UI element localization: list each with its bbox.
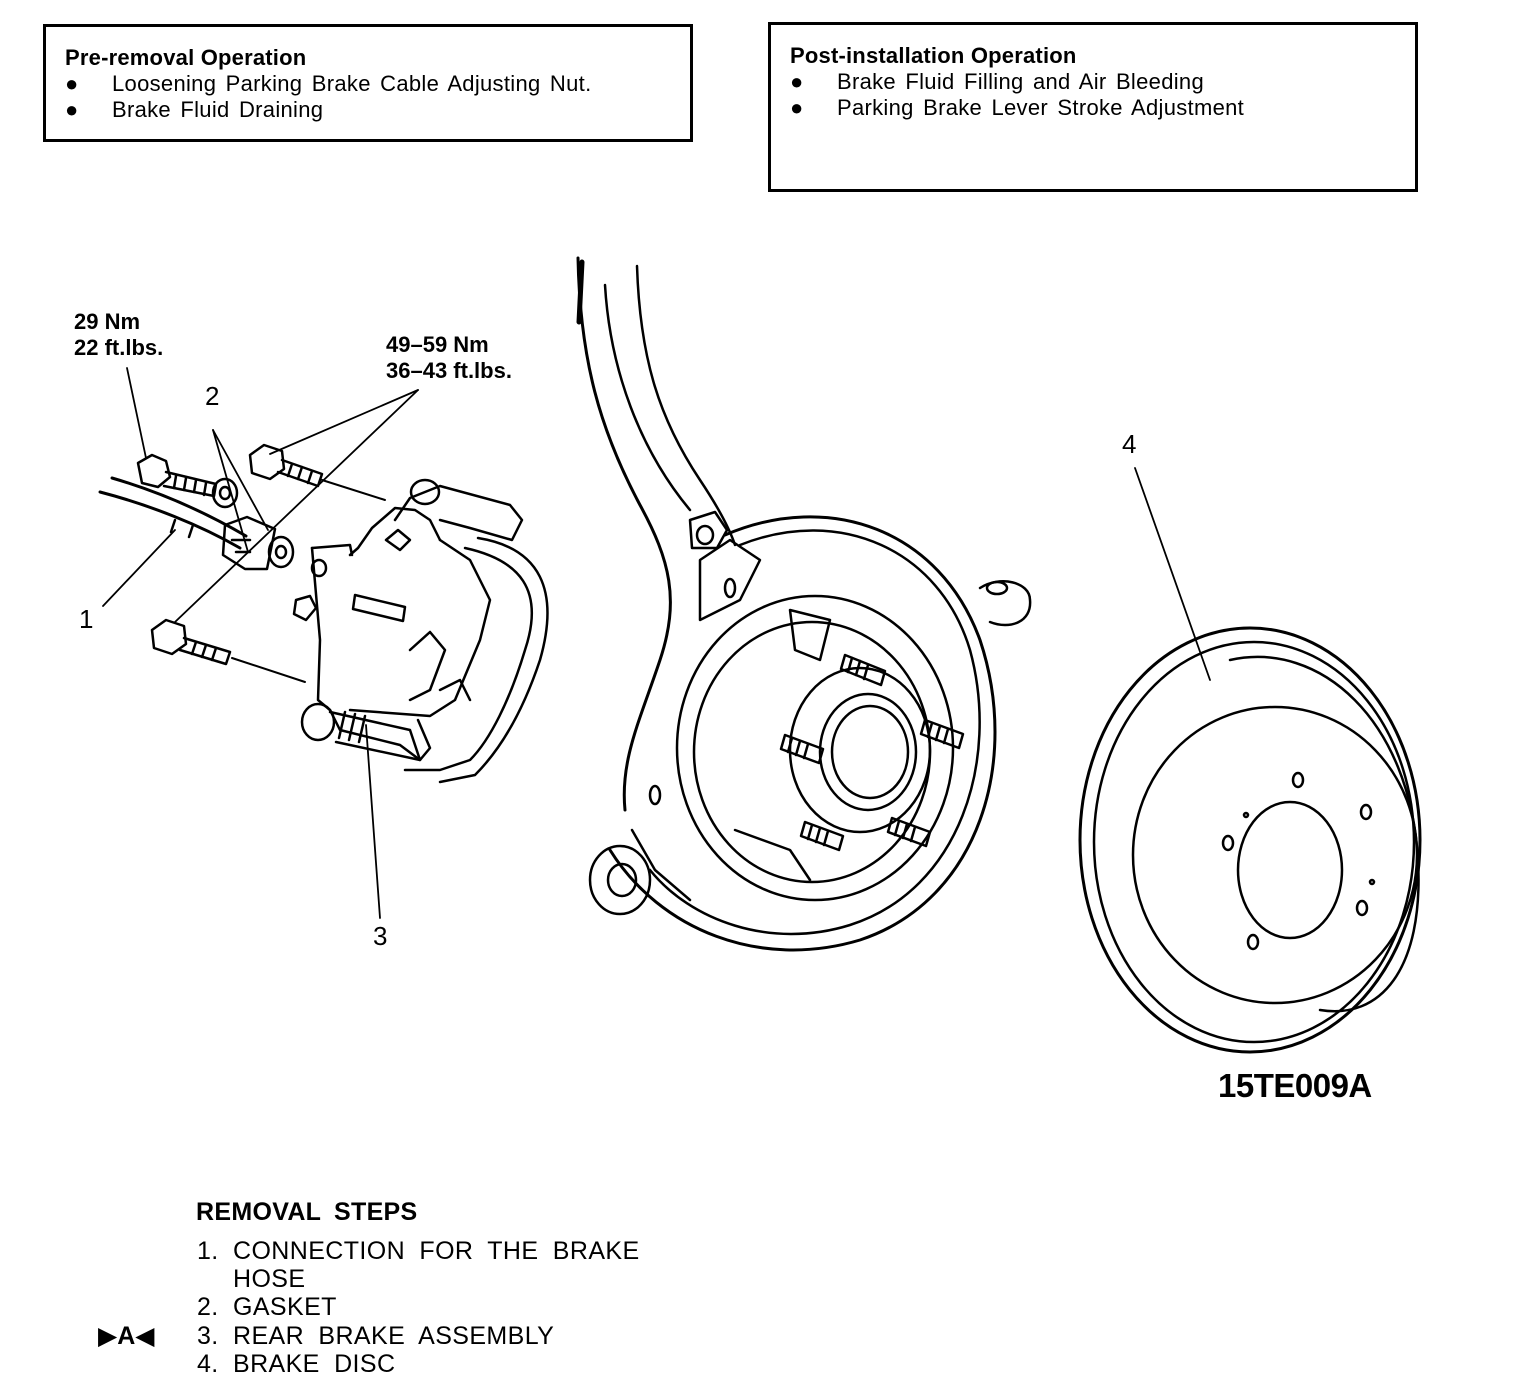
brake-disc bbox=[1078, 626, 1422, 1054]
wheel-hub bbox=[648, 510, 955, 902]
removal-step: 1.CONNECTION FOR THE BRAKE bbox=[197, 1237, 640, 1265]
torque-label-hose: 29 Nm 22 ft.lbs. bbox=[74, 309, 164, 360]
callout-3: 3 bbox=[373, 921, 388, 951]
post-installation-box: Post-installation Operation ●Brake Fluid… bbox=[768, 22, 1418, 192]
pre-removal-box: Pre-removal Operation ●Loosening Parking… bbox=[43, 24, 693, 142]
removal-steps-title: REMOVAL STEPS bbox=[196, 1198, 418, 1226]
caliper-bolt-lower bbox=[150, 618, 306, 683]
hose-bolt bbox=[136, 453, 239, 509]
knuckle-arm bbox=[576, 256, 737, 916]
callout-1: 1 bbox=[79, 604, 94, 634]
leader-lines bbox=[102, 367, 1211, 919]
post-installation-title: Post-installation Operation bbox=[790, 43, 1077, 68]
callout-4: 4 bbox=[1122, 429, 1137, 459]
caliper-assembly bbox=[292, 478, 549, 784]
post-installation-item: ●Brake Fluid Filling and Air Bleeding bbox=[790, 69, 1204, 94]
caliper-bolt-upper bbox=[248, 443, 386, 501]
torque-label-caliper: 49–59 Nm 36–43 ft.lbs. bbox=[386, 332, 512, 383]
removal-step: 2.GASKET bbox=[197, 1293, 337, 1321]
pre-removal-item: ●Brake Fluid Draining bbox=[65, 97, 324, 122]
brake-hose bbox=[98, 476, 277, 571]
service-point-marker: ▶A◀ bbox=[98, 1322, 155, 1350]
removal-step-continuation: HOSE bbox=[233, 1265, 306, 1293]
figure-id: 15TE009A bbox=[1218, 1067, 1372, 1104]
post-installation-item: ●Parking Brake Lever Stroke Adjustment bbox=[790, 95, 1245, 120]
pre-removal-title: Pre-removal Operation bbox=[65, 45, 307, 70]
pre-removal-item: ●Loosening Parking Brake Cable Adjusting… bbox=[65, 71, 592, 96]
bullet-icon: ● bbox=[65, 71, 79, 96]
gasket-rings bbox=[267, 535, 328, 578]
dust-shield bbox=[608, 515, 1032, 952]
removal-step: 4.BRAKE DISC bbox=[197, 1350, 396, 1378]
removal-step: 3.REAR BRAKE ASSEMBLY bbox=[197, 1322, 555, 1350]
callout-2: 2 bbox=[205, 381, 220, 411]
bullet-icon: ● bbox=[65, 97, 79, 122]
bullet-icon: ● bbox=[790, 95, 804, 120]
bullet-icon: ● bbox=[790, 69, 804, 94]
wheel-studs bbox=[779, 653, 965, 852]
